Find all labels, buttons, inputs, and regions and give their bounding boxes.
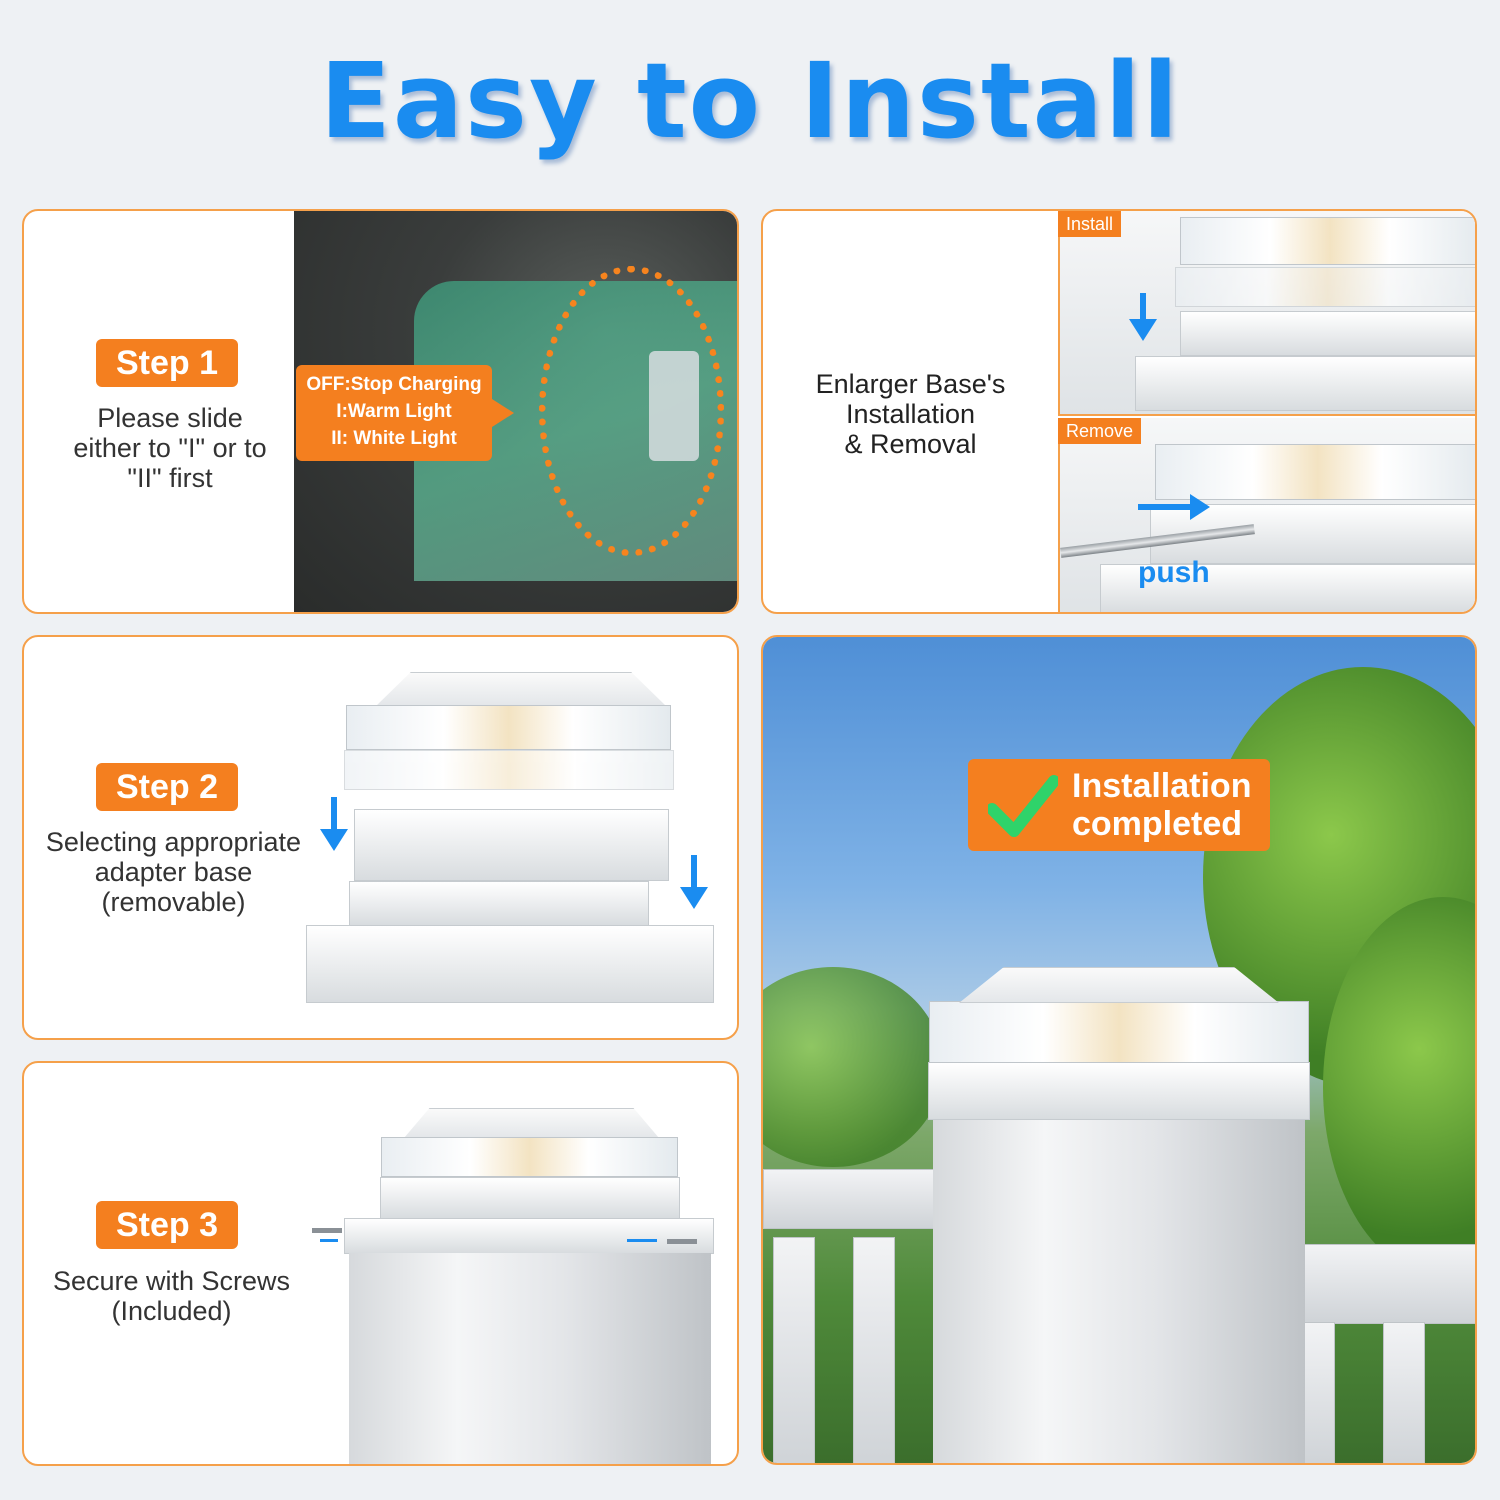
step2-line-2: adapter base <box>94 857 253 887</box>
push-label: push <box>1138 556 1210 589</box>
right-arrow-icon <box>1138 504 1198 510</box>
lamp-skirt <box>1175 267 1475 307</box>
baluster-2 <box>853 1237 895 1463</box>
completed-line-1: Installation <box>1072 767 1252 805</box>
enlarger-line-1: Enlarger Base's <box>815 369 1006 399</box>
step1-badge: Step 1 <box>96 339 239 387</box>
fence-post <box>933 1107 1305 1463</box>
enlarger-text: Enlarger Base's Installation & Removal <box>793 369 1028 459</box>
down-arrow-icon <box>1129 319 1157 341</box>
step2-panel: Step 2 Selecting appropriate adapter bas… <box>22 635 739 1040</box>
checkmark-icon <box>988 775 1058 837</box>
callout-line-warm: I:Warm Light <box>336 401 452 422</box>
lamp-cap <box>376 672 666 706</box>
step3-text: Secure with Screws (Included) <box>29 1266 314 1326</box>
step3-badge: Step 3 <box>96 1201 239 1249</box>
base-plate <box>306 925 714 1003</box>
lamp-lens <box>929 1001 1309 1063</box>
lamp-cap <box>959 967 1279 1003</box>
adapter-base <box>380 1177 680 1219</box>
step2-text: Selecting appropriate adapter base (remo… <box>26 827 321 917</box>
highlight-ring <box>539 266 724 556</box>
step3-line-1: Secure with Screws <box>52 1266 291 1296</box>
left-arrow-icon <box>627 1239 657 1242</box>
callout-line-off: OFF:Stop Charging <box>306 374 482 395</box>
completed-line-2: completed <box>1072 805 1243 843</box>
completed-panel: Installation completed <box>761 635 1477 1465</box>
lamp-cap <box>404 1108 659 1138</box>
enlarger-base <box>1135 356 1475 411</box>
down-arrow-shaft-1 <box>331 797 337 831</box>
callout-line-white: II: White Light <box>331 428 457 449</box>
install-tag: Install <box>1058 211 1122 237</box>
outdoor-scene <box>763 637 1475 1463</box>
post-cap <box>928 1062 1310 1120</box>
down-arrow-shaft <box>1140 293 1146 321</box>
post <box>349 1253 711 1464</box>
step2-line-3: (removable) <box>101 887 246 917</box>
enlarger-base <box>349 881 649 926</box>
step1-text: Please slide either to "I" or to "II" fi… <box>73 403 267 493</box>
step2-line-1: Selecting appropriate <box>45 827 302 857</box>
screw-left <box>312 1228 342 1233</box>
remove-tag: Remove <box>1058 418 1142 444</box>
enlarger-panel: Enlarger Base's Installation & Removal I… <box>761 209 1477 614</box>
step3-panel: Step 3 Secure with Screws (Included) <box>22 1061 739 1466</box>
lamp-lens <box>346 705 671 750</box>
down-arrow-icon <box>320 829 348 851</box>
baluster-5 <box>1383 1322 1425 1463</box>
down-arrow-icon <box>680 887 708 909</box>
top-rail-left <box>763 1169 943 1229</box>
lamp-lens <box>1180 217 1475 265</box>
installation-completed-badge: Installation completed <box>968 759 1270 851</box>
adapter-base <box>1180 311 1475 356</box>
down-arrow-shaft-2 <box>691 855 697 889</box>
screw-right <box>667 1239 697 1244</box>
lamp-lens-remove <box>1155 444 1475 500</box>
remove-image: push <box>1058 418 1475 612</box>
lamp-skirt <box>344 750 674 790</box>
post-cap <box>344 1218 714 1254</box>
right-arrow-head <box>1190 494 1210 520</box>
page-title: Easy to Install <box>319 40 1181 162</box>
enlarger-line-3: & Removal <box>844 429 977 459</box>
adapter-base <box>354 809 669 881</box>
lamp-lens <box>381 1137 678 1177</box>
enlarger-line-2: Installation <box>845 399 976 429</box>
switch-modes-callout: OFF:Stop Charging I:Warm Light II: White… <box>296 365 514 461</box>
install-image <box>1058 211 1475 416</box>
baluster-1 <box>773 1237 815 1463</box>
tree-3 <box>763 967 943 1167</box>
step2-badge: Step 2 <box>96 763 239 811</box>
step3-line-2: (Included) <box>111 1296 232 1326</box>
right-arrow-icon <box>320 1239 338 1242</box>
post-remove <box>1100 564 1475 612</box>
